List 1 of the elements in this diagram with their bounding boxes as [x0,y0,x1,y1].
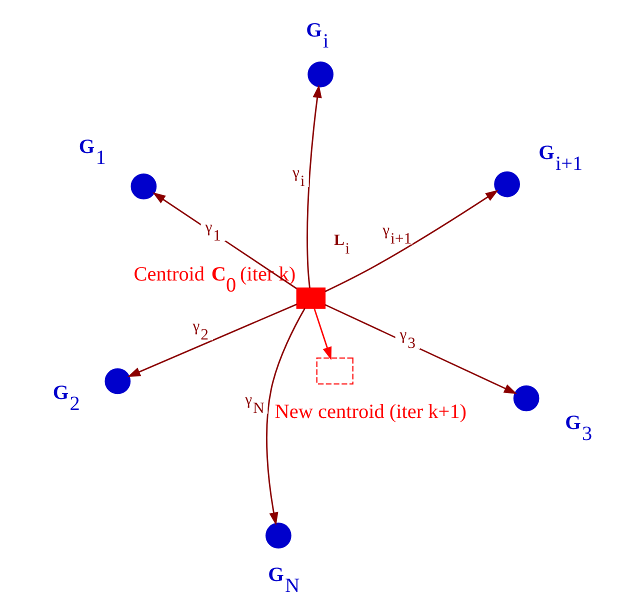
node-label: New centroid (iter k+1) [274,401,467,424]
